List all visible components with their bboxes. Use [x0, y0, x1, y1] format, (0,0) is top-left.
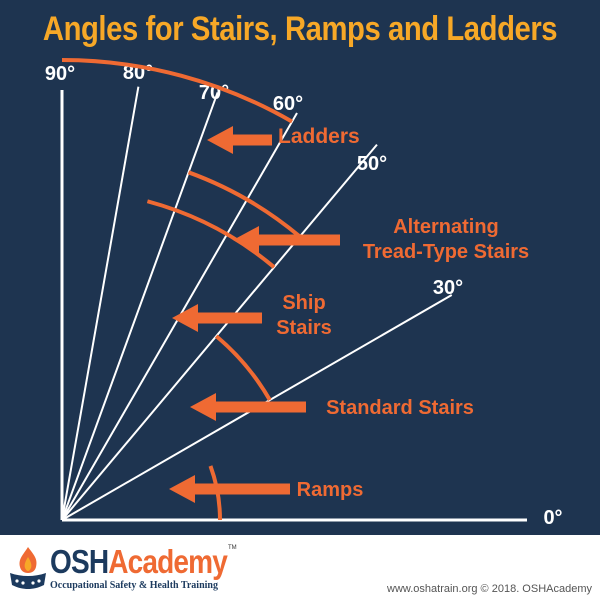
footer: OSHAcademy TM Occupational Safety & Heal… — [0, 535, 600, 600]
logo-wordmark: OSHAcademy — [50, 543, 228, 581]
range-arc-0 — [61, 58, 293, 124]
angle-label-90: 90° — [45, 63, 75, 85]
logo-trademark: TM — [228, 545, 237, 551]
angle-diagram: 90°80°70°60°50°30°0°LaddersAlternatingTr… — [45, 58, 563, 529]
angle-line-80 — [61, 86, 140, 521]
logo-academy: Academy — [108, 543, 228, 580]
range-label-0-0: Ladders — [278, 125, 360, 148]
range-arc-2 — [146, 199, 276, 269]
range-label-2-1: Stairs — [276, 317, 332, 339]
angle-line-70 — [61, 92, 219, 521]
flame-hands-icon — [10, 547, 46, 589]
range-arrow-2 — [172, 304, 262, 332]
angle-label-30: 30° — [433, 277, 463, 299]
range-arrow-0 — [207, 126, 272, 154]
range-arc-3 — [214, 334, 272, 402]
angle-label-60: 60° — [273, 93, 303, 115]
angle-label-50: 50° — [357, 153, 387, 175]
logo-tagline: Occupational Safety & Health Training — [50, 580, 218, 591]
range-label-4-0: Ramps — [297, 479, 364, 501]
range-label-1-0: Alternating — [393, 216, 499, 238]
range-label-2-0: Ship — [282, 292, 325, 314]
angle-label-0: 0° — [543, 507, 562, 529]
range-arc-1 — [187, 170, 302, 239]
range-arrow-4 — [169, 475, 290, 503]
copyright-text: www.oshatrain.org © 2018. OSHAcademy — [387, 583, 592, 595]
angle-line-50 — [61, 143, 378, 521]
range-label-3-0: Standard Stairs — [326, 397, 474, 419]
range-arrow-3 — [190, 393, 306, 421]
logo-osh: OSH — [50, 543, 109, 580]
range-label-1-1: Tread-Type Stairs — [363, 241, 529, 263]
page-title: Angles for Stairs, Ramps and Ladders — [42, 10, 558, 48]
range-arrow-1 — [233, 226, 340, 254]
